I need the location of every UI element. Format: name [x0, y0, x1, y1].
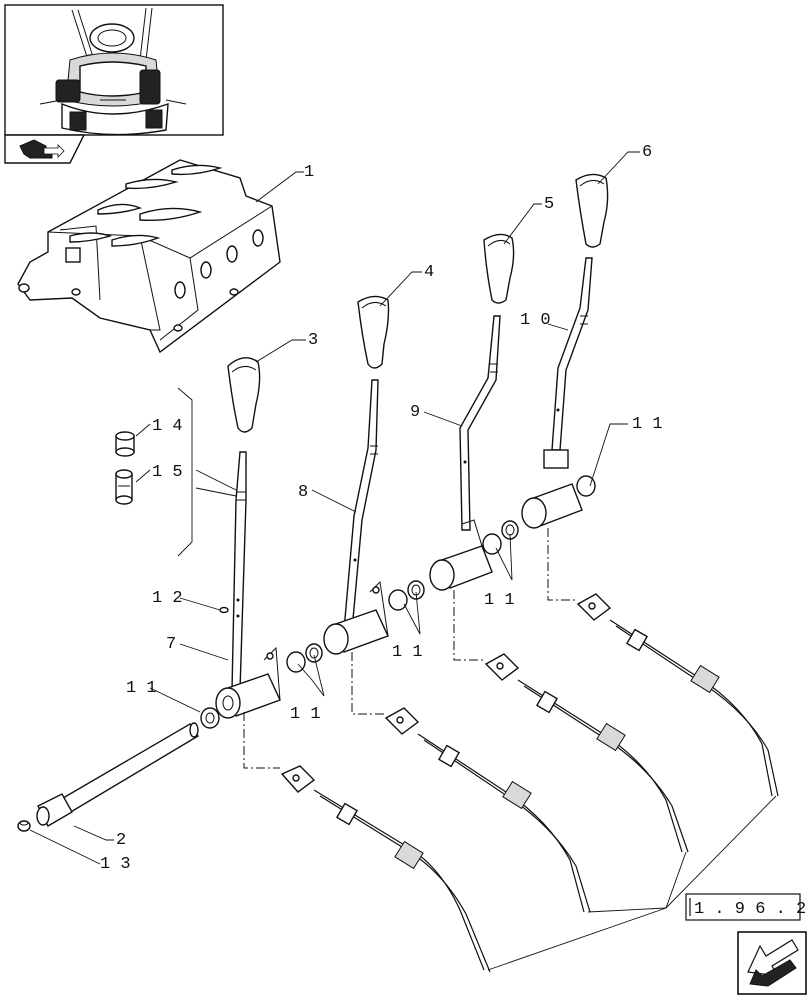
pin-12 — [219, 606, 229, 614]
callout-10: 1 0 — [520, 311, 551, 330]
lever-housing-bracket — [17, 159, 281, 354]
callout-8: 8 — [298, 483, 308, 502]
control-cable-2 — [384, 707, 591, 913]
callout-13: 1 3 — [100, 855, 131, 874]
next-page-arrow-icon[interactable] — [737, 931, 807, 995]
callout-6: 6 — [642, 143, 652, 162]
lever-7 — [231, 451, 247, 691]
callout-15: 1 5 — [152, 463, 183, 482]
callout-5: 5 — [544, 195, 554, 214]
callout-9: 9 — [410, 403, 420, 422]
reference-leader-lines — [487, 795, 777, 971]
lever-knob-6 — [575, 173, 609, 248]
callout-12: 1 2 — [152, 589, 183, 608]
callout-11-c: 1 1 — [484, 591, 515, 610]
plug-15 — [115, 469, 133, 505]
group-bracket — [177, 387, 193, 557]
leader-lines — [29, 151, 640, 865]
callout-7: 7 — [166, 635, 176, 654]
pivot-boss-7 — [215, 646, 281, 719]
bush-14 — [115, 431, 135, 457]
tractor-direction-icon — [4, 134, 86, 164]
lever-10 — [551, 257, 593, 451]
lever-knob-5 — [483, 233, 515, 304]
control-cable-3 — [484, 653, 689, 853]
callout-14: 1 4 — [152, 417, 183, 436]
bush-11-set — [200, 475, 596, 729]
callout-4: 4 — [424, 263, 434, 282]
connector-lines — [243, 528, 576, 769]
callout-11-left: 1 1 — [126, 679, 157, 698]
callout-3: 3 — [308, 331, 318, 350]
callout-11-top: 1 1 — [632, 415, 663, 434]
cap-13 — [17, 820, 31, 832]
control-cable-1 — [280, 765, 491, 973]
pivot-shaft-2 — [36, 722, 199, 827]
pivot-boss-9 — [429, 519, 493, 591]
callout-11-a: 1 1 — [290, 705, 321, 724]
reference-box[interactable]: 1 . 9 6 . 2 — [685, 893, 806, 921]
lever-9 — [459, 315, 501, 531]
control-cable-4 — [576, 593, 779, 797]
tractor-cab-thumbnail-icon[interactable] — [4, 4, 224, 136]
lever-knob-4 — [357, 295, 390, 369]
lever-8 — [343, 379, 379, 631]
lever-knob-3 — [227, 357, 261, 433]
callout-1: 1 — [304, 163, 314, 182]
callout-11-b: 1 1 — [392, 643, 423, 662]
reference-box-label: 1 . 9 6 . 2 — [694, 900, 806, 919]
callout-2: 2 — [116, 831, 126, 850]
pivot-boss-8 — [323, 580, 389, 655]
callout-labels: 1 2 3 4 5 6 7 8 9 1 0 1 1 1 1 1 1 1 1 1 … — [100, 143, 663, 874]
pivot-boss-10 — [521, 449, 583, 529]
